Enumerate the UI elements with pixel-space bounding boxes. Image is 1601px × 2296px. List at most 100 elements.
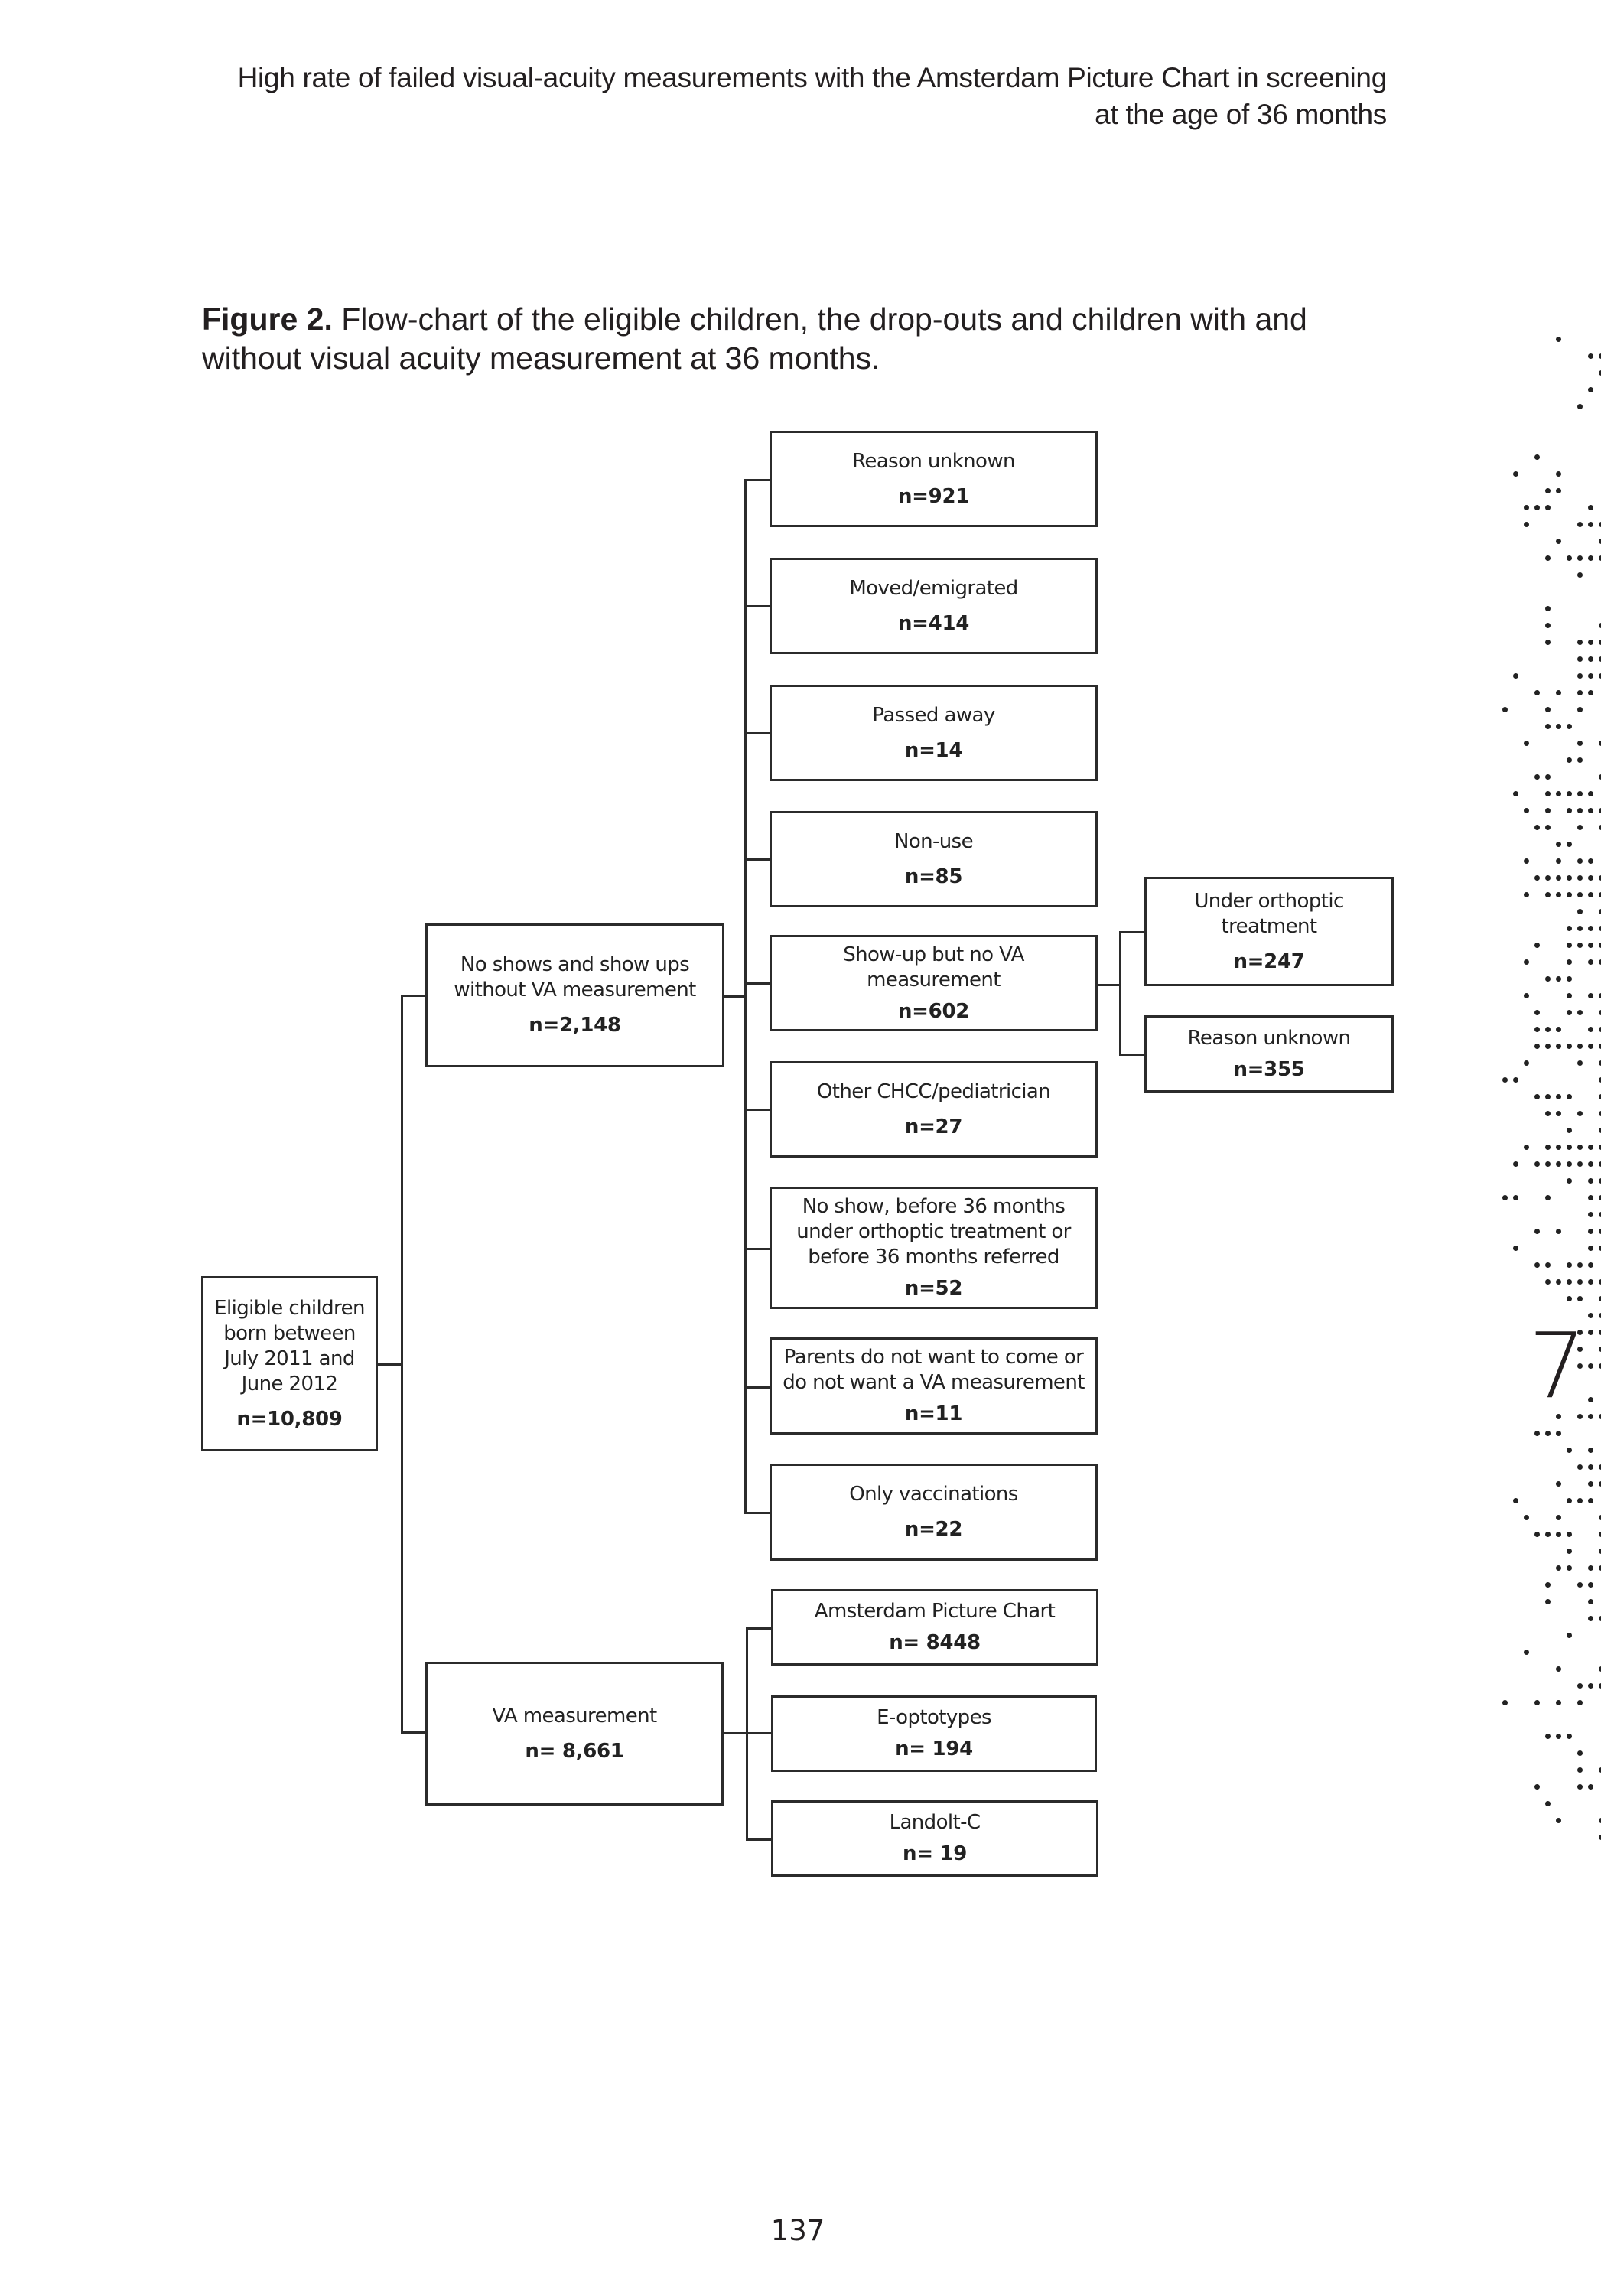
decorative-dot [1577, 757, 1583, 763]
decorative-dot [1534, 1700, 1540, 1705]
decorative-dot [1577, 1010, 1583, 1015]
node-count: n=52 [904, 1277, 963, 1300]
decorative-dot [1524, 741, 1529, 746]
decorative-dot [1599, 640, 1601, 645]
decorative-dot [1599, 1683, 1601, 1689]
decorative-dot [1599, 1330, 1601, 1335]
decorative-dot [1567, 1633, 1572, 1638]
decorative-dot [1534, 1010, 1540, 1015]
decorative-dot [1588, 1212, 1593, 1217]
decorative-dot [1567, 926, 1572, 931]
decorative-dot [1599, 1060, 1601, 1066]
decorative-dot [1599, 959, 1601, 965]
connector [744, 982, 770, 985]
decorative-dot [1588, 1448, 1593, 1453]
decorative-dot [1513, 1161, 1518, 1167]
node-label: Show-up but no VA measurement [843, 943, 1024, 992]
decorative-dot [1588, 1481, 1593, 1487]
decorative-dot [1577, 1414, 1583, 1419]
decorative-dot [1567, 1010, 1572, 1015]
decorative-dot [1588, 1363, 1593, 1369]
decorative-dot [1599, 370, 1601, 376]
decorative-dot [1588, 1279, 1593, 1285]
decorative-dot [1556, 1027, 1561, 1032]
node-count: n=14 [904, 738, 963, 762]
decorative-dot [1567, 1128, 1572, 1133]
node-show-up-no-va: Show-up but no VA measurement n=602 [770, 935, 1098, 1031]
node-label: Non-use [893, 829, 974, 853]
decorative-dot [1545, 825, 1551, 830]
decorative-dot [1588, 791, 1593, 796]
decorative-dot [1577, 808, 1583, 813]
decorative-dot [1577, 1279, 1583, 1285]
decorative-dot [1534, 1784, 1540, 1790]
decorative-dot [1577, 1262, 1583, 1268]
connector [744, 1248, 770, 1250]
decorative-dot [1534, 505, 1540, 510]
node-va-measurement: VA measurement n= 8,661 [425, 1662, 724, 1806]
page-number: 137 [770, 2214, 825, 2247]
node-count: n=414 [897, 611, 970, 635]
decorative-dot [1513, 1195, 1518, 1200]
decorative-dot [1588, 1683, 1593, 1689]
decorative-dot [1545, 774, 1551, 780]
decorative-dot [1577, 1161, 1583, 1167]
decorative-dot [1599, 539, 1601, 544]
decorative-dot [1577, 673, 1583, 679]
decorative-dot [1588, 1178, 1593, 1184]
connector [744, 605, 770, 607]
node-label: Other CHCC/pediatrician [816, 1080, 1051, 1103]
decorative-dot [1524, 522, 1529, 527]
decorative-dot [1545, 623, 1551, 628]
decorative-dot [1545, 791, 1551, 796]
connector [401, 995, 403, 1734]
connector [377, 1363, 402, 1366]
node-under-orthoptic-treatment: Under orthoptic treatment n=247 [1144, 877, 1394, 986]
decorative-dot [1599, 1549, 1601, 1554]
decorative-dot [1567, 1279, 1572, 1285]
decorative-dot [1577, 404, 1583, 409]
decorative-dot [1545, 1801, 1551, 1806]
decorative-dot [1599, 875, 1601, 881]
decorative-dot [1588, 926, 1593, 931]
figure-caption: Figure 2. Flow-chart of the eligible chi… [202, 300, 1349, 378]
decorative-dot [1588, 1330, 1593, 1335]
decorative-dot [1588, 353, 1593, 359]
decorative-dot [1577, 572, 1583, 578]
decorative-dot-pattern [1492, 337, 1601, 1851]
decorative-dot [1567, 1296, 1572, 1301]
decorative-dot [1545, 1044, 1551, 1049]
decorative-dot [1577, 825, 1583, 830]
decorative-dot [1524, 892, 1529, 897]
decorative-dot [1599, 825, 1601, 830]
node-label: Landolt-C [889, 1811, 981, 1834]
node-count: n= 8448 [889, 1631, 981, 1654]
decorative-dot [1545, 505, 1551, 510]
decorative-dot [1588, 387, 1593, 392]
connector [744, 479, 770, 481]
decorative-dot [1577, 522, 1583, 527]
decorative-dot [1599, 1161, 1601, 1167]
decorative-dot [1599, 1313, 1601, 1318]
node-label: Eligible children born between July 2011… [214, 1296, 365, 1396]
decorative-dot [1545, 875, 1551, 881]
decorative-dot [1513, 1498, 1518, 1503]
node-showup-reason-unknown: Reason unknown n=355 [1144, 1015, 1394, 1093]
connector [1119, 931, 1145, 933]
decorative-dot [1577, 1363, 1583, 1369]
node-count: n=10,809 [236, 1407, 343, 1431]
decorative-dot [1545, 707, 1551, 712]
decorative-dot [1545, 1532, 1551, 1537]
decorative-dot [1599, 1767, 1601, 1773]
decorative-dot [1577, 943, 1583, 948]
decorative-dot [1599, 1279, 1601, 1285]
decorative-dot [1556, 1229, 1561, 1234]
decorative-dot [1545, 640, 1551, 645]
node-count: n=247 [1233, 949, 1305, 973]
decorative-dot [1599, 926, 1601, 931]
decorative-dot [1524, 808, 1529, 813]
connector [744, 479, 747, 1513]
decorative-dot [1567, 943, 1572, 948]
decorative-dot [1524, 993, 1529, 998]
decorative-dot [1588, 1044, 1593, 1049]
